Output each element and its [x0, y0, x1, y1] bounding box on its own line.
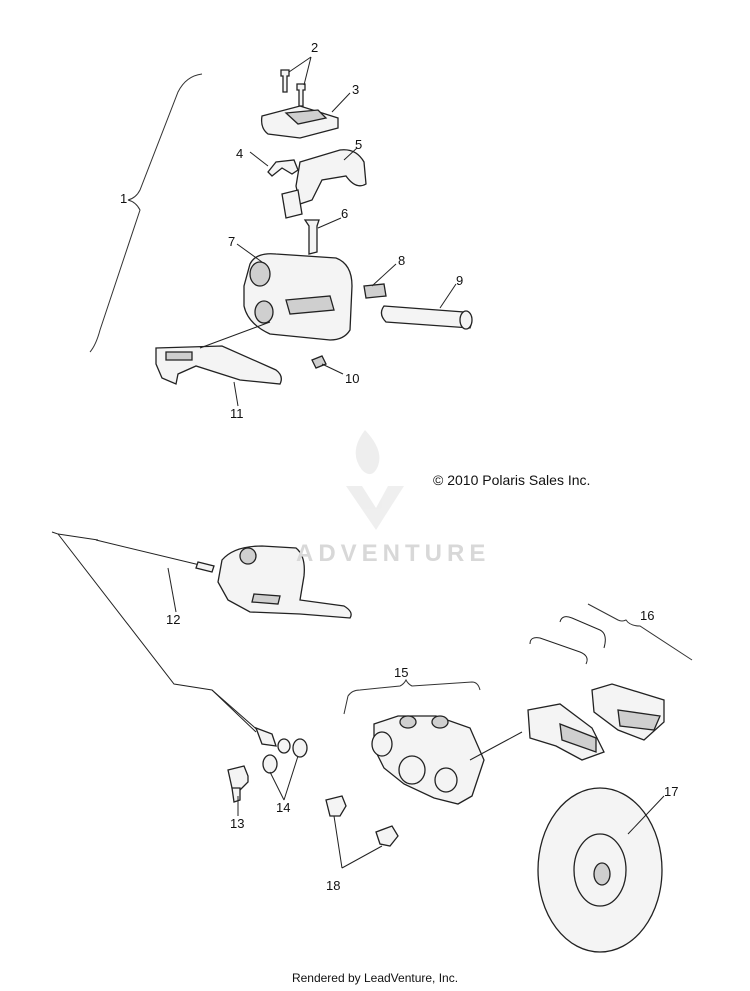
callout-4: 4: [236, 146, 243, 161]
part-10-nut: [311, 355, 327, 369]
copyright-notice: © 2010 Polaris Sales Inc.: [433, 472, 591, 488]
part-13-banjo-bolt: [227, 765, 249, 803]
part-5-lever: [281, 149, 367, 219]
part-7-master-cylinder: [243, 253, 353, 341]
part-3-cover: [260, 105, 339, 139]
callout-12: 12: [166, 612, 180, 627]
callout-18: 18: [326, 878, 340, 893]
part-9-sleeve: [380, 305, 473, 330]
banjo-line: [211, 689, 291, 754]
part-16-springs: [529, 616, 606, 665]
callout-9: 9: [456, 273, 463, 288]
brace-15: [343, 678, 481, 715]
part-6-pin: [303, 219, 320, 255]
callout-7: 7: [228, 234, 235, 249]
callout-2: 2: [311, 40, 318, 55]
part-2-screws: [280, 69, 306, 107]
part-18-bolts: [325, 795, 399, 847]
callout-15: 15: [394, 665, 408, 680]
brace-1: [89, 73, 203, 353]
part-4-clip: [267, 159, 299, 177]
part-12-brake-line: [95, 539, 215, 573]
watermark-text: ADVENTURE: [296, 540, 491, 567]
part-11-brake-lever: [155, 345, 282, 385]
callout-3: 3: [352, 82, 359, 97]
brace-16: [587, 603, 693, 661]
part-14-washers: [262, 738, 308, 774]
part-17-rotor: [537, 787, 663, 953]
brake-pads: [527, 683, 665, 761]
callout-16: 16: [640, 608, 654, 623]
callout-14: 14: [276, 800, 290, 815]
footer-credit: Rendered by LeadVenture, Inc.: [291, 971, 459, 985]
watermark-logo: [346, 430, 404, 530]
master-cylinder-assembly: [217, 545, 352, 619]
callout-6: 6: [341, 206, 348, 221]
callout-11: 11: [230, 406, 244, 421]
part-15-caliper: [371, 715, 485, 805]
callout-5: 5: [355, 137, 362, 152]
callout-10: 10: [345, 371, 359, 386]
part-8-switch: [363, 283, 387, 299]
callout-8: 8: [398, 253, 405, 268]
callout-17: 17: [664, 784, 678, 799]
callout-13: 13: [230, 816, 244, 831]
callout-1: 1: [120, 191, 127, 206]
